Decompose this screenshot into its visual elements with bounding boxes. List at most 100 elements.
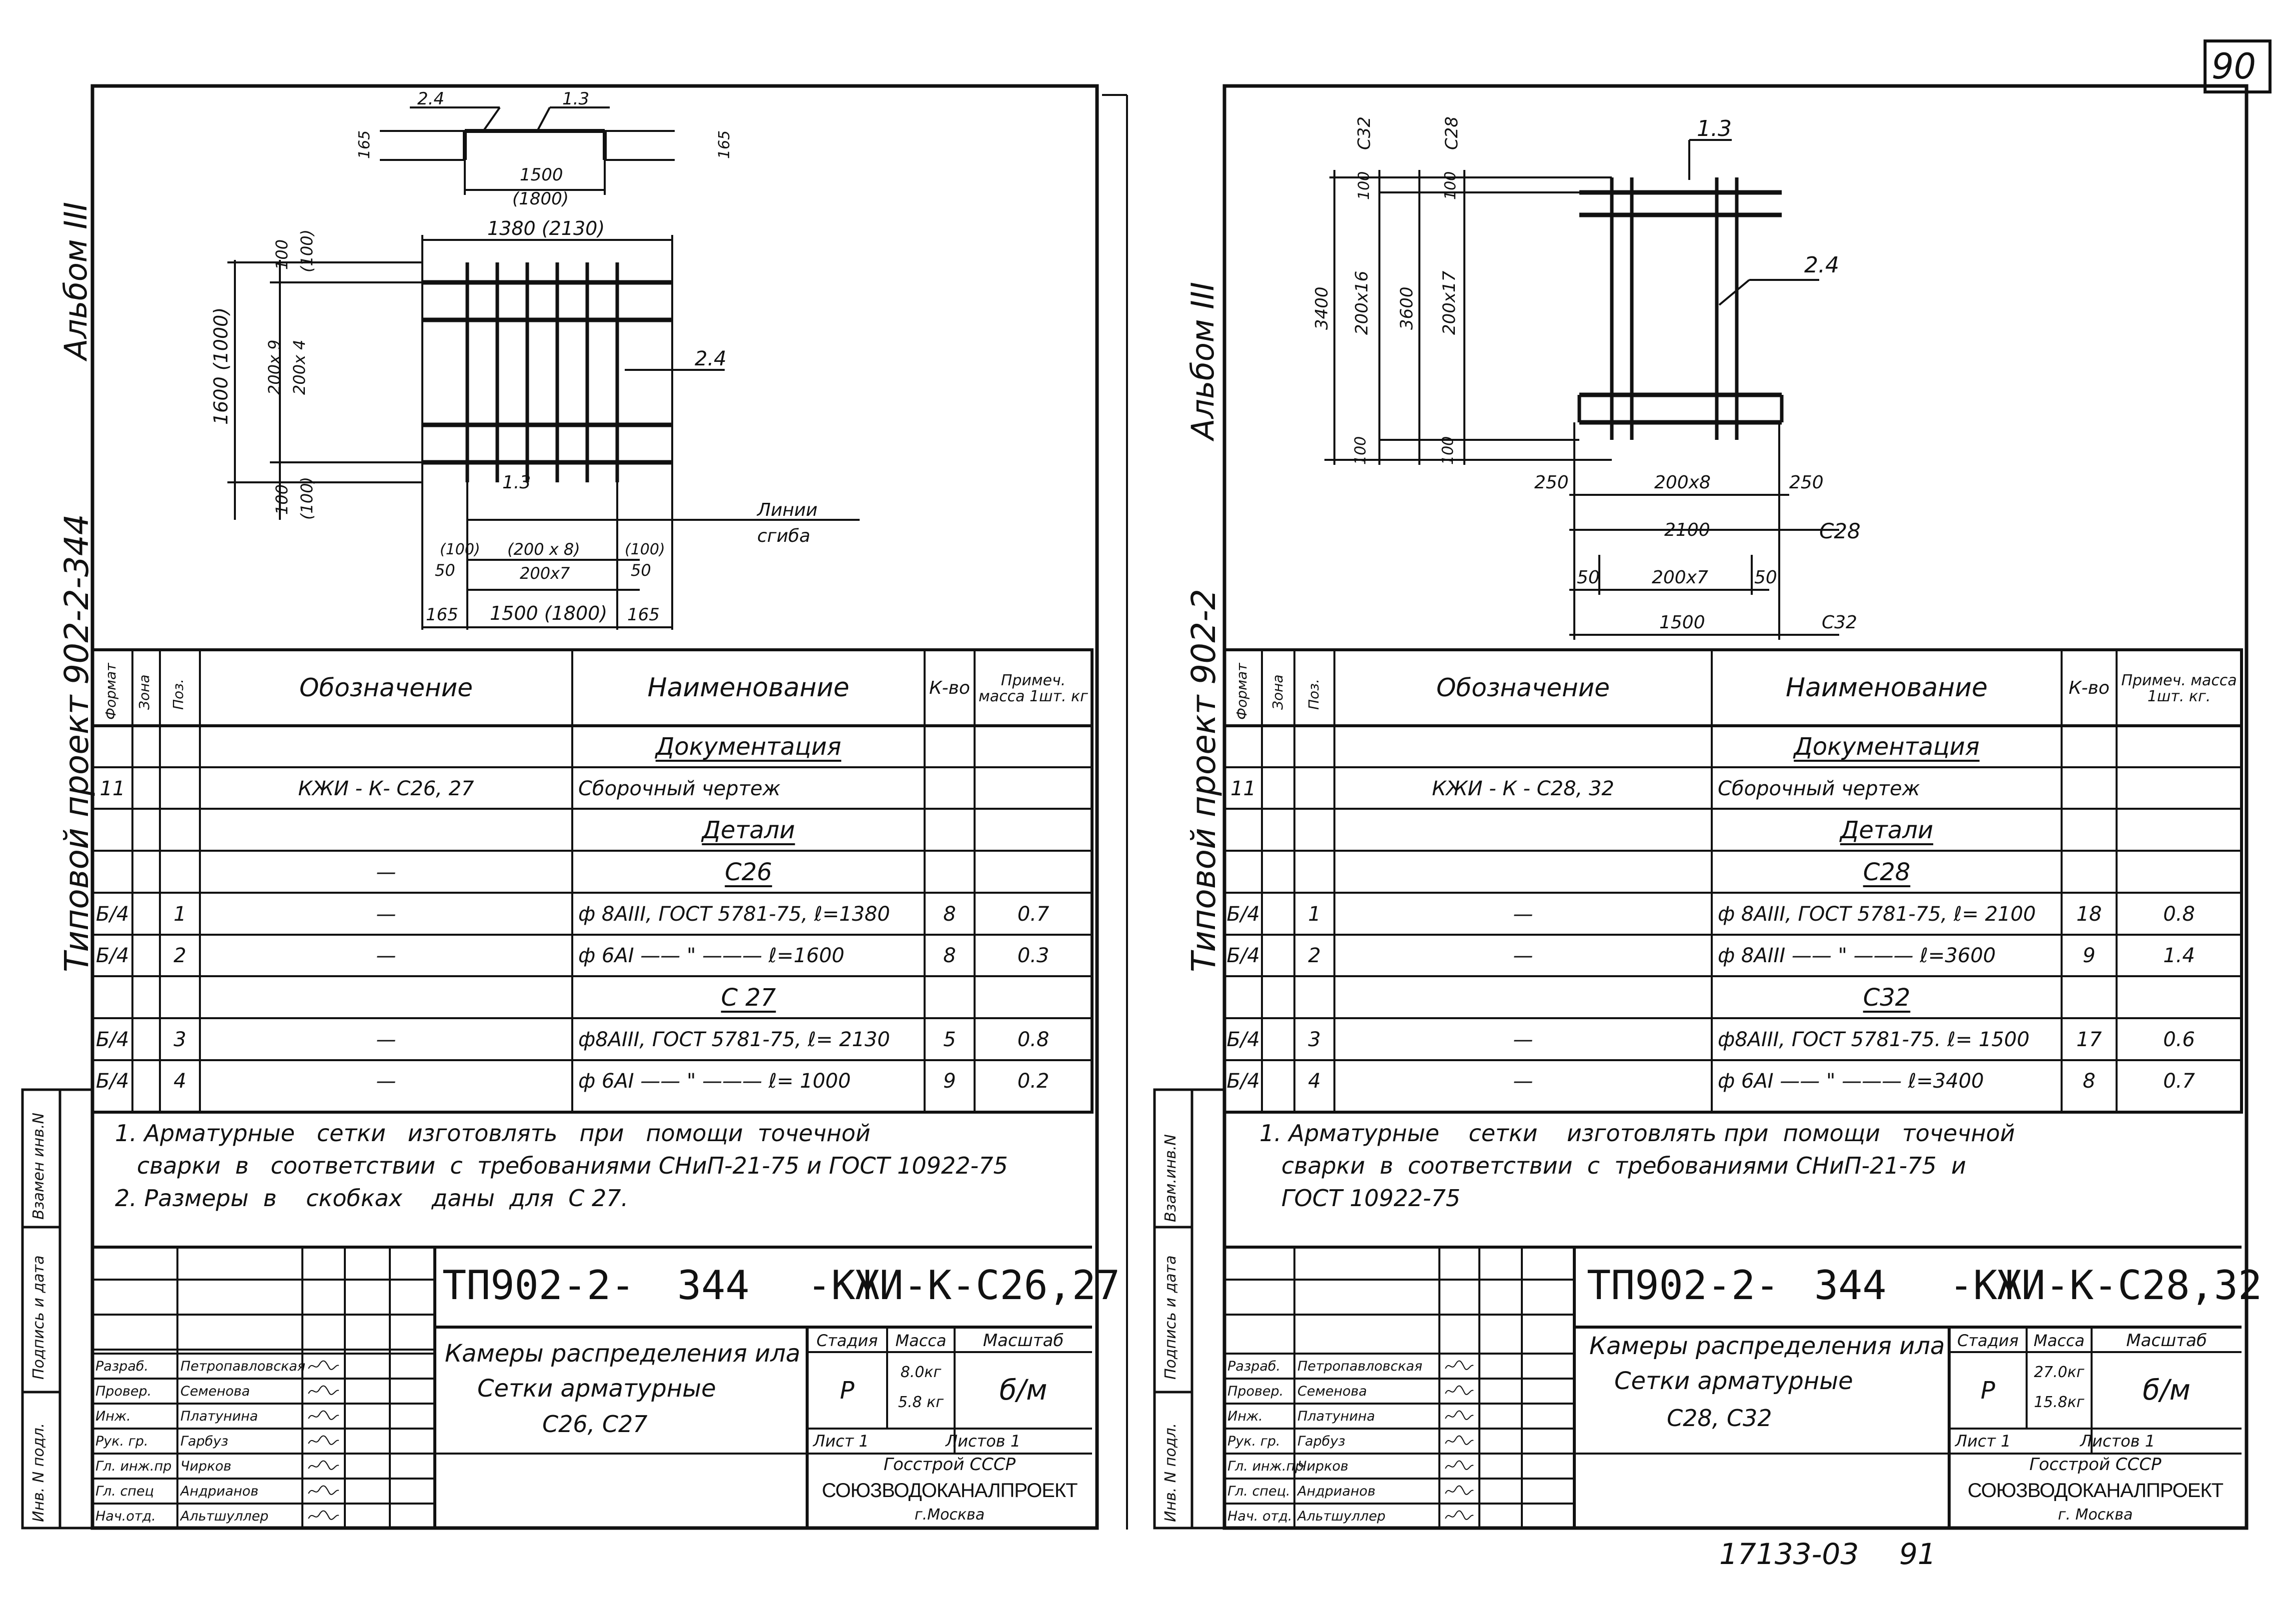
organization-name: СОЮЗВОДОКАНАЛПРОЕКТ	[1967, 1479, 2224, 1502]
cell-designation: —	[376, 860, 396, 884]
signature-role: Нач. отд.	[1227, 1508, 1292, 1524]
cell-quantity: 5	[943, 1028, 956, 1051]
dim-label: 1.3	[502, 472, 531, 493]
document-title: Сетки арматурные	[1614, 1367, 1853, 1395]
handwritten-signature	[1444, 1460, 1474, 1473]
dim-label: С28	[1819, 519, 1861, 543]
document-title: С28, С32	[1667, 1405, 1772, 1432]
handwritten-signature	[1444, 1485, 1474, 1498]
col-header-designation: Обозначение	[1436, 673, 1610, 702]
signature-role: Провер.	[95, 1383, 152, 1399]
cell-designation: —	[376, 902, 396, 926]
dim-label: С32	[1822, 612, 1857, 633]
cell-designation: —	[1513, 1028, 1533, 1051]
cell-name: С 27	[721, 984, 776, 1012]
dim-label: 2.4	[1804, 252, 1839, 278]
signature-role: Гл. инж.пр	[1227, 1458, 1304, 1474]
cell-mass: 0.3	[1017, 944, 1050, 968]
handwritten-signature	[1444, 1510, 1474, 1523]
note-line: 2. Размеры в скобках даны для С 27.	[115, 1185, 629, 1212]
cell-designation: КЖИ - К - С28, 32	[1432, 777, 1614, 800]
cell-name: ф 8АIII, ГОСТ 5781-75, ℓ=1380	[578, 902, 890, 926]
cell-quantity: 8	[943, 944, 956, 968]
signature-role: Рук. гр.	[1227, 1433, 1280, 1449]
cell-position: 3	[173, 1028, 186, 1051]
scale-value: б/м	[999, 1374, 1048, 1407]
handwritten-signature	[1444, 1435, 1474, 1448]
drawing-code-part-b: 344	[677, 1262, 750, 1309]
stage-value: Р	[1981, 1376, 1995, 1405]
cell-designation: —	[376, 1028, 396, 1051]
cell-mass: 1.4	[2163, 944, 2195, 968]
cell-format: Б/4	[95, 1070, 129, 1093]
document-title: Камеры распределения ила	[1589, 1332, 1945, 1360]
signature-name: Альтшуллер	[180, 1508, 269, 1524]
signature-name: Петропавловская	[1297, 1358, 1423, 1374]
cell-position: 2	[173, 944, 186, 968]
signature-name: Петропавловская	[180, 1358, 305, 1374]
col-header-qty: К-во	[929, 677, 970, 698]
cell-mass: 0.6	[2163, 1028, 2195, 1051]
dim-label: (1800)	[512, 189, 569, 209]
cell-name: ф 6АI —— " ——— ℓ=1600	[578, 944, 845, 968]
cell-mass: 0.2	[1017, 1070, 1050, 1093]
drawing-code-part-a: ТП902-2-	[1587, 1262, 1780, 1309]
cell-name: Сборочный чертеж	[1718, 777, 1920, 800]
signature-name: Семенова	[180, 1383, 250, 1399]
cell-name: ф 8АIII, ГОСТ 5781-75, ℓ= 2100	[1718, 902, 2036, 926]
cell-designation: —	[376, 1070, 396, 1093]
handwritten-signature	[307, 1435, 340, 1448]
dim-label: 1500	[520, 165, 563, 185]
cell-position: 3	[1308, 1028, 1321, 1051]
signature-name: Гарбуз	[180, 1433, 228, 1449]
mass-value: 15.8кг	[2034, 1393, 2085, 1411]
mass-label: Масса	[2033, 1331, 2085, 1350]
dim-label: 50	[1577, 567, 1600, 588]
signature-name: Андрианов	[1297, 1483, 1376, 1499]
cell-name: ф 6АI —— " ——— ℓ=3400	[1718, 1070, 1984, 1093]
bend-lines-label: Линии	[757, 500, 818, 520]
cell-name: ф8АIII, ГОСТ 5781-75. ℓ= 1500	[1718, 1028, 2030, 1051]
note-line: сварки в соответствии с требованиями СНи…	[1259, 1152, 1966, 1179]
cell-format: Б/4	[1226, 902, 1260, 926]
document-title: С26, С27	[542, 1411, 648, 1438]
cell-designation: —	[1513, 1070, 1533, 1093]
cell-quantity: 8	[2083, 1070, 2096, 1093]
signature-name: Альтшуллер	[1297, 1508, 1386, 1524]
dim-label: 50	[435, 561, 455, 580]
organization-line: Госстрой СССР	[884, 1455, 1016, 1475]
mass-value: 27.0кг	[2034, 1363, 2085, 1381]
cell-name: ф 6АI —— " ——— ℓ= 1000	[578, 1070, 851, 1093]
dim-label: 2100	[1664, 520, 1710, 540]
organization-city: г. Москва	[2058, 1506, 2133, 1524]
mass-value: 5.8 кг	[898, 1393, 944, 1411]
col-header-note: Примеч. масса 1шт. кг	[979, 672, 1088, 705]
note-line: сварки в соответствии с требованиями СНи…	[115, 1152, 1008, 1179]
stage-value: Р	[840, 1376, 855, 1405]
cell-quantity: 17	[2076, 1028, 2102, 1051]
signature-role: Нач.отд.	[95, 1508, 156, 1524]
organization-name: СОЮЗВОДОКАНАЛПРОЕКТ	[822, 1479, 1078, 1502]
signature-name: Семенова	[1297, 1383, 1367, 1399]
cell-format: Б/4	[1226, 944, 1260, 968]
dim-label: 1500 (1800)	[490, 602, 608, 624]
signature-role: Гл. спец	[95, 1483, 154, 1499]
signature-role: Инж.	[95, 1408, 131, 1424]
dim-label: 2.4	[695, 347, 727, 370]
cell-position: 4	[1308, 1070, 1321, 1093]
col-header-name: Наименование	[647, 673, 850, 703]
mass-value: 8.0кг	[900, 1363, 942, 1381]
dim-label: (100)	[440, 541, 480, 558]
cell-mass: 0.8	[1017, 1028, 1050, 1051]
cell-designation: КЖИ - К- С26, 27	[298, 777, 474, 800]
stage-label: Стадия	[1957, 1331, 2019, 1350]
handwritten-signature	[1444, 1385, 1474, 1398]
cell-format: Б/4	[1226, 1028, 1260, 1051]
col-header-note: Примеч. масса 1шт. кг.	[2121, 672, 2237, 705]
cell-quantity: 8	[943, 902, 956, 926]
dim-label: (200 x 8)	[507, 540, 580, 559]
